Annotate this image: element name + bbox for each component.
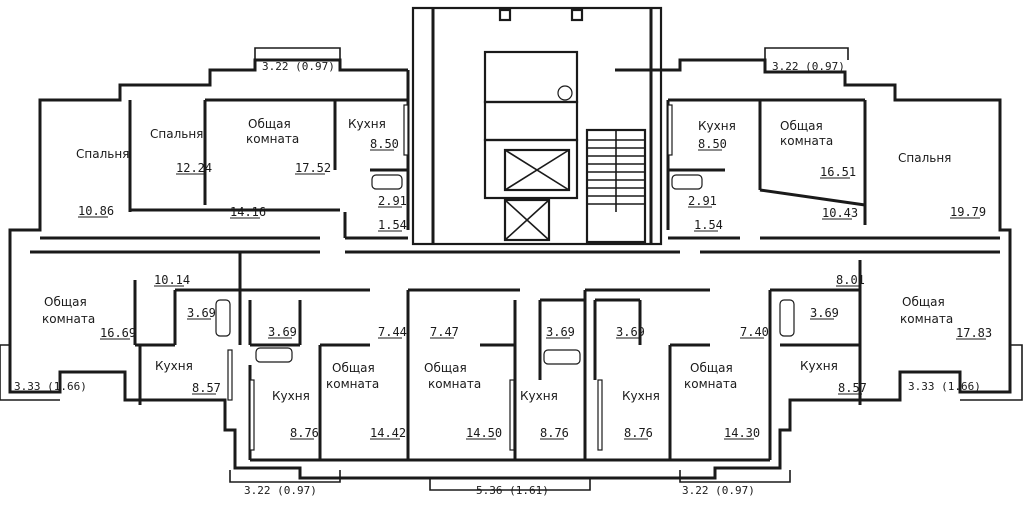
label-living-ur-2: комната <box>780 134 833 148</box>
label-living-ur-1: Общая <box>780 119 823 133</box>
outer-walls <box>8 6 1012 480</box>
area-8-01: 8.01 <box>836 273 865 287</box>
area-3-69-a: 3.69 <box>187 306 216 320</box>
area-10-86: 10.86 <box>78 204 114 218</box>
building-core <box>483 8 647 244</box>
area-14-50: 14.50 <box>466 426 502 440</box>
area-3-69-d: 3.69 <box>616 325 645 339</box>
label-living-lcl-2: комната <box>326 377 379 391</box>
stairs <box>587 130 645 212</box>
area-16-51: 16.51 <box>820 165 856 179</box>
area-17-52: 17.52 <box>295 161 331 175</box>
area-10-14: 10.14 <box>154 273 190 287</box>
balcony-left: 3.33 (1.66) <box>14 380 87 393</box>
area-2-91-left: 2.91 <box>378 194 407 208</box>
label-kitchen-lcl: Кухня <box>272 389 310 403</box>
area-3-69-e: 3.69 <box>810 306 839 320</box>
label-living-ul-1: Общая <box>248 117 291 131</box>
area-3-69-b: 3.69 <box>268 325 297 339</box>
fixtures <box>215 104 795 451</box>
balcony-bottom-left: 3.22 (0.97) <box>244 484 317 497</box>
label-living-ul-2: комната <box>246 132 299 146</box>
label-living-ll-2: комната <box>42 312 95 326</box>
area-8-50-right: 8.50 <box>698 137 727 151</box>
area-8-76-b: 8.76 <box>540 426 569 440</box>
area-1-54-left: 1.54 <box>378 218 407 232</box>
area-12-24: 12.24 <box>176 161 212 175</box>
label-bedroom-ul2: Спальня <box>76 147 129 161</box>
area-3-69-c: 3.69 <box>546 325 575 339</box>
area-7-47: 7.47 <box>430 325 459 339</box>
area-7-44: 7.44 <box>378 325 407 339</box>
area-14-42: 14.42 <box>370 426 406 440</box>
label-bedroom-ul1: Спальня <box>150 127 203 141</box>
label-living-lcr-1: Общая <box>424 361 467 375</box>
label-kitchen-lr: Кухня <box>800 359 838 373</box>
area-10-43: 10.43 <box>822 206 858 220</box>
area-7-40: 7.40 <box>740 325 769 339</box>
area-16-69: 16.69 <box>100 326 136 340</box>
label-kitchen-ur: Кухня <box>698 119 736 133</box>
area-8-57-right: 8.57 <box>838 381 867 395</box>
area-1-54-right: 1.54 <box>694 218 723 232</box>
balcony-bottom-center: 5.36 (1.61) <box>476 484 549 497</box>
area-8-50-left: 8.50 <box>370 137 399 151</box>
area-14-30: 14.30 <box>724 426 760 440</box>
area-14-16: 14.16 <box>230 205 266 219</box>
label-living-lcr-2: комната <box>428 377 481 391</box>
area-8-76-a: 8.76 <box>290 426 319 440</box>
label-kitchen-lrc: Кухня <box>622 389 660 403</box>
balcony-bottom-right: 3.22 (0.97) <box>682 484 755 497</box>
area-19-79: 19.79 <box>950 205 986 219</box>
label-living-lr-2: комната <box>900 312 953 326</box>
area-2-91-right: 2.91 <box>688 194 717 208</box>
balcony-top-right: 3.22 (0.97) <box>772 60 845 73</box>
balcony-top-left: 3.22 (0.97) <box>262 60 335 73</box>
label-bedroom-ur: Спальня <box>898 151 951 165</box>
label-kitchen-ll: Кухня <box>155 359 193 373</box>
balcony-right: 3.33 (1.66) <box>908 380 981 393</box>
label-living-ll-1: Общая <box>44 295 87 309</box>
area-17-83: 17.83 <box>956 326 992 340</box>
label-kitchen-lcr: Кухня <box>520 389 558 403</box>
area-8-76-c: 8.76 <box>624 426 653 440</box>
label-living-lr-1: Общая <box>902 295 945 309</box>
label-living-lrc-1: Общая <box>690 361 733 375</box>
label-living-lrc-2: комната <box>684 377 737 391</box>
area-8-57-left: 8.57 <box>192 381 221 395</box>
label-kitchen-ul: Кухня <box>348 117 386 131</box>
balconies <box>0 47 1023 491</box>
label-living-lcl-1: Общая <box>332 361 375 375</box>
